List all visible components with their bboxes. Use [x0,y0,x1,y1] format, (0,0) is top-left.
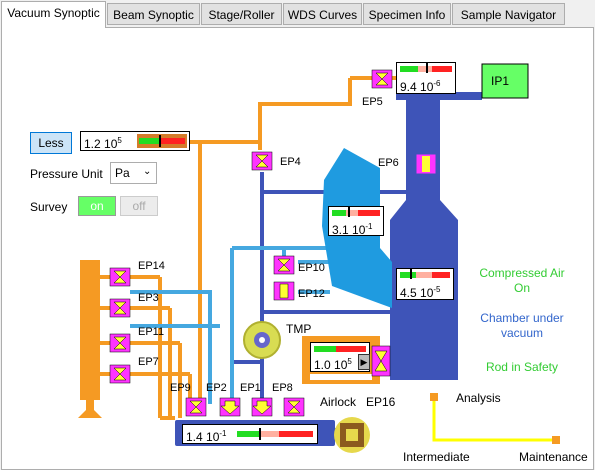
ep9-label: EP9 [170,382,191,394]
tab-sample-navigator[interactable]: Sample Navigator [452,3,565,25]
gauge-chamber-lower-value: 4.5 10-5 [400,285,441,300]
tab-beam-synoptic[interactable]: Beam Synoptic [107,3,200,25]
gauge-ip1-line: 9.4 10-6 [396,62,456,94]
ep8-label: EP8 [272,382,293,394]
ep12-label: EP12 [298,288,325,300]
ep3-label: EP3 [138,292,159,304]
play-icon[interactable]: ▶ [358,354,370,370]
tmp-pump-icon [243,321,281,359]
tab-vacuum-synoptic[interactable]: Vacuum Synoptic [1,1,106,28]
left-manifold [80,260,100,400]
tmp-label: TMP [286,322,312,336]
tab-wds-curves[interactable]: WDS Curves [283,3,362,25]
pressure-unit-select[interactable]: Pa ⌄ [110,162,157,184]
ep1-label: EP1 [240,382,261,394]
airlock-label: Airlock [320,395,357,409]
ep14-label: EP14 [138,260,165,272]
gauge-main-value: 1.2 105 [84,136,122,151]
legend-maintenance: Maintenance [519,450,588,464]
light-blue-pipes [130,246,330,404]
pressure-unit-label: Pressure Unit [30,167,103,181]
status-rod: Rod in Safety [485,360,559,374]
ep7-label: EP7 [138,356,159,368]
ep2-label: EP2 [206,382,227,394]
ep5-label: EP5 [362,96,383,108]
tab-bar: Vacuum Synoptic Beam Synoptic Stage/Roll… [0,0,595,28]
ep16-label: EP16 [366,395,396,409]
gauge-chamber-upper: 3.1 10-1 [328,206,384,237]
airlock-rotor-icon [334,417,370,453]
survey-label: Survey [30,200,68,214]
ep11-label: EP11 [138,326,165,338]
gauge-ip1-value: 9.4 10-6 [400,79,441,94]
gauge-chamber-upper-value: 3.1 10-1 [332,222,373,237]
status-chamber: Chamber under vacuum [480,311,564,340]
chevron-down-icon: ⌄ [143,166,152,177]
survey-on-button[interactable]: on [78,196,116,216]
gauge-bottom: 1.4 10-1 [182,424,318,444]
tab-specimen-info[interactable]: Specimen Info [363,3,451,25]
ep4-label: EP4 [280,156,301,168]
main-column [390,80,458,380]
ep6-label: EP6 [378,157,399,169]
gauge-airlock-value: 1.0 105 [314,357,352,372]
legend-intermediate: Intermediate [403,450,470,464]
gauge-main: 1.2 105 [80,131,190,151]
legend-analysis: Analysis [456,391,501,405]
less-button[interactable]: Less [30,132,72,154]
mode-legend [430,393,560,444]
gauge-bottom-value: 1.4 10-1 [186,429,227,444]
survey-off-button[interactable]: off [120,196,158,216]
status-compressed-air: Compressed Air On [479,266,565,295]
pressure-unit-value: Pa [115,166,130,180]
gauge-chamber-lower: 4.5 10-5 [396,268,454,300]
tab-stage-roller[interactable]: Stage/Roller [201,3,282,25]
gauge-airlock: 1.0 105 ▶ [310,342,370,372]
ep10-label: EP10 [298,262,325,274]
ip1-connector [396,92,482,100]
ip1-label: IP1 [491,74,510,88]
